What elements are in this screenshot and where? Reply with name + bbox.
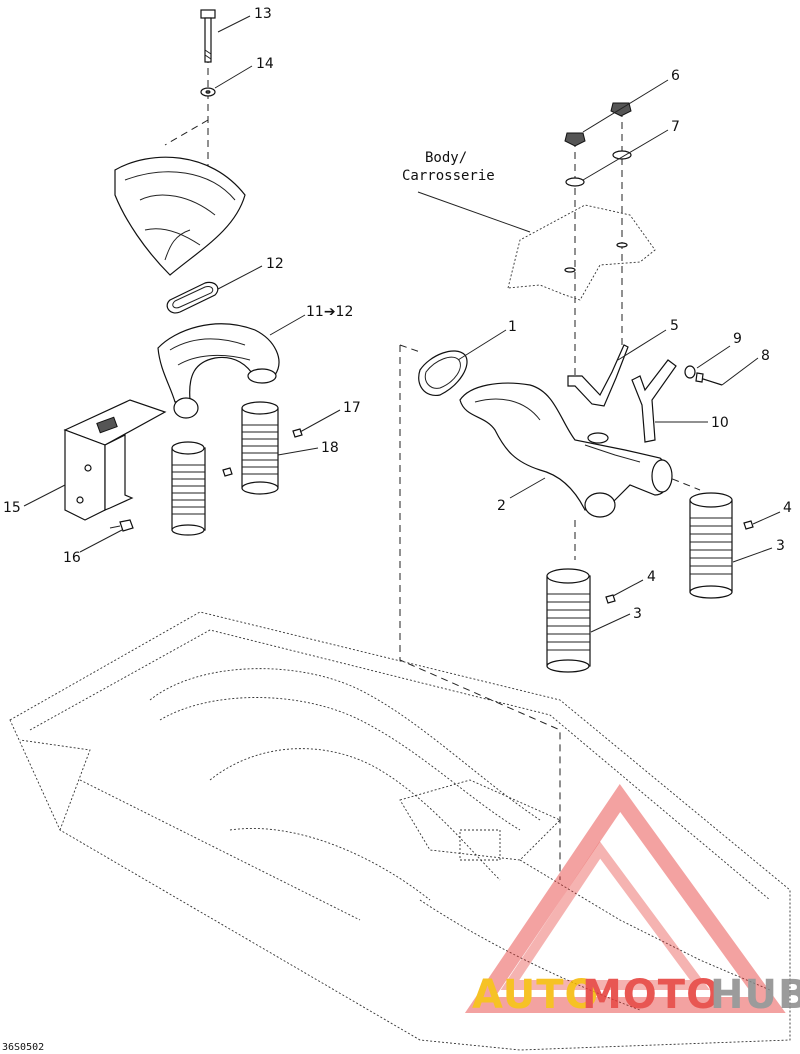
- part-6-nuts: [564, 102, 632, 147]
- part-7-washers: [565, 150, 632, 187]
- callout-13: 13: [254, 6, 272, 22]
- part-14-washer: [200, 87, 216, 97]
- body-label-line1: Body/: [425, 150, 467, 166]
- part-3-bellows-upper: [689, 492, 733, 599]
- part-18-bellows-tall: [241, 401, 279, 495]
- callout-16: 16: [63, 550, 81, 566]
- callout-10: 10: [711, 415, 729, 431]
- figure-code: 36S0502: [2, 1042, 44, 1053]
- callout-12: 12: [266, 256, 284, 272]
- callout-8: 8: [761, 348, 770, 364]
- top-cover: [114, 156, 246, 276]
- callout-6: 6: [671, 68, 680, 84]
- part-10-support: [631, 359, 677, 443]
- callout-3-lower: 3: [633, 606, 642, 622]
- callout-1: 1: [508, 319, 517, 335]
- callout-labels: 13 14 12 11➔12 6 7 1 5 9 8 10 2 4 3 4 3 …: [3, 6, 792, 622]
- part-1-gasket: [418, 350, 468, 397]
- watermark-auto: AUTO: [472, 972, 600, 1018]
- part-18-bellows-small: [171, 441, 206, 536]
- part-9-washer: [684, 365, 696, 379]
- part-8-screw: [695, 372, 723, 386]
- part-5-bracket: [567, 344, 629, 407]
- callout-2: 2: [497, 498, 506, 514]
- body-label-line2: Carrosserie: [402, 168, 495, 184]
- callout-15: 15: [3, 500, 21, 516]
- part-3-bellows-lower: [546, 568, 591, 673]
- callout-9: 9: [733, 331, 742, 347]
- watermark-moto: MOTO: [582, 972, 721, 1018]
- callout-14: 14: [256, 56, 274, 72]
- part-16-screw: [109, 519, 134, 532]
- callout-4-lower: 4: [647, 569, 656, 585]
- part-4-screws: [605, 520, 754, 604]
- leader-lines: [23, 15, 781, 633]
- part-11-intake-housing: [157, 323, 280, 419]
- part-13-bolt: [200, 9, 216, 63]
- callout-4-upper: 4: [783, 500, 792, 516]
- body-label: Body/ Carrosserie: [402, 150, 495, 184]
- callout-18: 18: [321, 440, 339, 456]
- part-2-air-duct: [459, 382, 673, 518]
- callout-11-12: 11➔12: [306, 304, 353, 320]
- part-15-bracket: [63, 399, 167, 521]
- watermark-hub: HUB: [710, 972, 800, 1018]
- callout-17: 17: [343, 400, 361, 416]
- watercraft-hull: [9, 611, 791, 1051]
- part-12-gasket: [166, 281, 219, 314]
- callout-7: 7: [671, 119, 680, 135]
- callout-3-upper: 3: [776, 538, 785, 554]
- callout-5: 5: [670, 318, 679, 334]
- body-panel: [507, 204, 656, 301]
- watermark-logo: AUTO MOTO HUB: [464, 784, 800, 1018]
- part-17-screw: [222, 428, 303, 477]
